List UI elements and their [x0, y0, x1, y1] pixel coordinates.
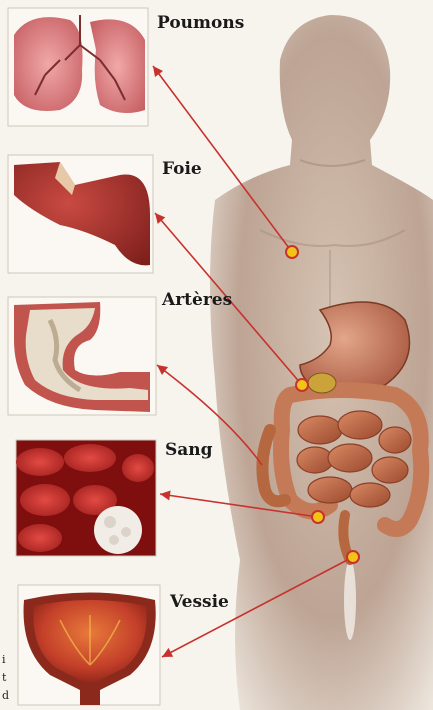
label-vessie: Vessie: [170, 592, 229, 612]
label-sang: Sang: [165, 440, 213, 460]
marker-vessie: [347, 551, 359, 563]
margin-text-3: d: [2, 689, 9, 702]
marker-foie: [296, 379, 308, 391]
liver-small-illustration: [308, 373, 336, 393]
arrow-sang-head: [160, 490, 171, 500]
panel-arteries: [8, 297, 156, 415]
margin-text-2: t: [2, 671, 6, 684]
label-foie: Foie: [162, 159, 202, 179]
arrow-poumons-head: [153, 66, 163, 77]
arrow-arteres-head: [157, 365, 168, 375]
margin-text-1: i: [2, 653, 6, 666]
panel-liver: [8, 155, 153, 273]
marker-sang: [312, 511, 324, 523]
panel-blood: [16, 440, 156, 556]
panel-lungs: [8, 8, 148, 126]
label-poumons: Poumons: [157, 13, 244, 33]
label-arteres: Artères: [162, 290, 232, 310]
marker-poumons: [286, 246, 298, 258]
panel-bladder: [18, 585, 160, 705]
